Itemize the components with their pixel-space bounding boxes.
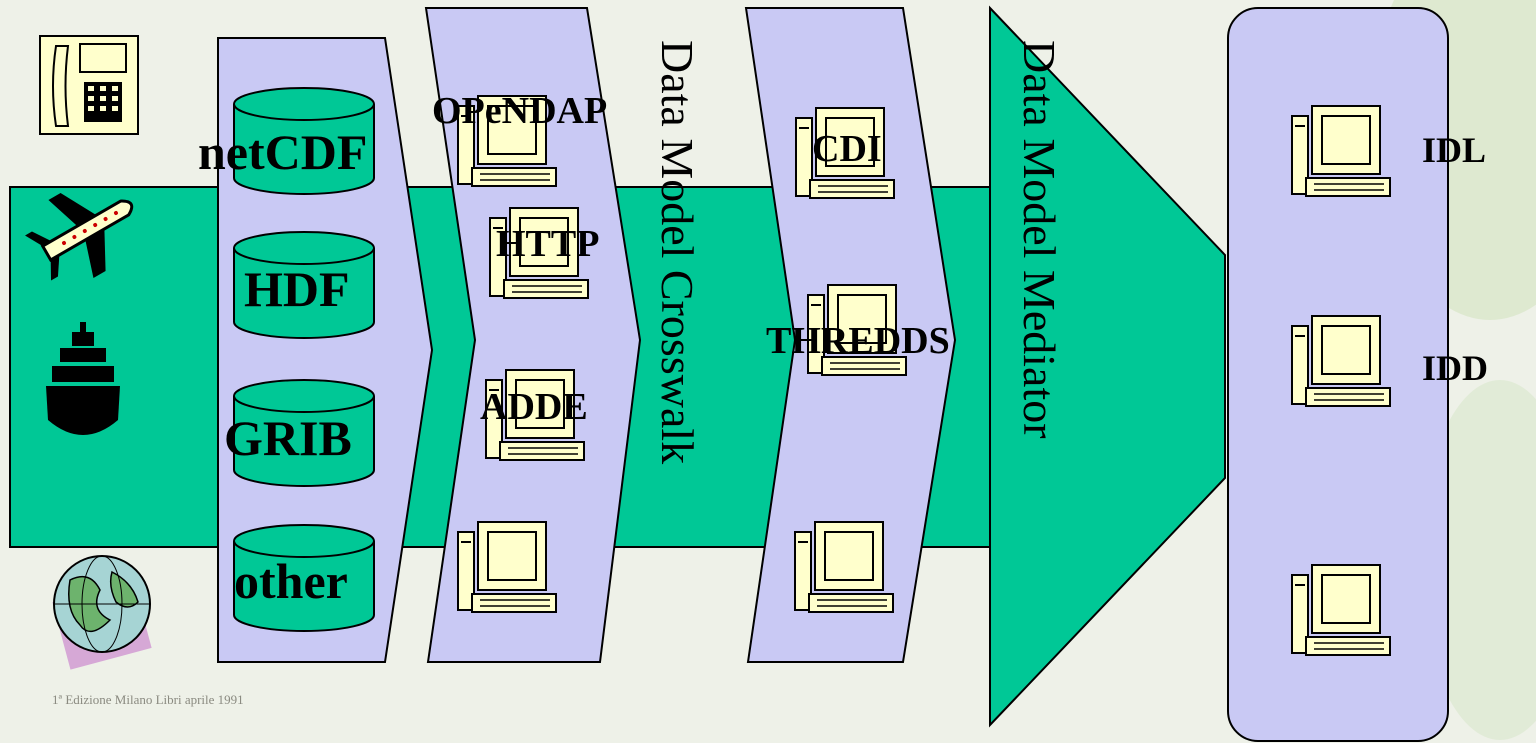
protocol-label: ADDE bbox=[480, 386, 588, 428]
mediator-arrow bbox=[989, 5, 1226, 728]
format-label: other bbox=[234, 553, 348, 609]
application-label: IDD bbox=[1422, 348, 1489, 388]
crosswalk-label: Data Model Crosswalk bbox=[652, 40, 703, 465]
application-label: IDL bbox=[1422, 130, 1487, 170]
computer-icon bbox=[1291, 315, 1391, 407]
service-label: THREDDS bbox=[766, 320, 950, 362]
mediator-label: Data Model Mediator bbox=[1014, 40, 1065, 439]
formats-panel bbox=[217, 37, 434, 663]
telephone-icon bbox=[39, 35, 139, 135]
globe-icon bbox=[52, 555, 152, 670]
format-label: GRIB bbox=[224, 410, 352, 466]
protocol-label: OPeNDAP bbox=[432, 90, 608, 132]
format-label: HDF bbox=[244, 261, 350, 317]
format-label: netCDF bbox=[198, 124, 368, 180]
computer-icon bbox=[1291, 564, 1391, 656]
computer-icon bbox=[457, 521, 557, 613]
ship-icon bbox=[46, 322, 120, 435]
caption-text: 1ª Edizione Milano Libri aprile 1991 bbox=[52, 692, 244, 707]
protocol-label: HTTP bbox=[496, 223, 600, 265]
computer-icon bbox=[1291, 105, 1391, 197]
service-label: CDI bbox=[812, 128, 882, 170]
airplane-icon bbox=[25, 193, 134, 281]
computer-icon bbox=[794, 521, 894, 613]
